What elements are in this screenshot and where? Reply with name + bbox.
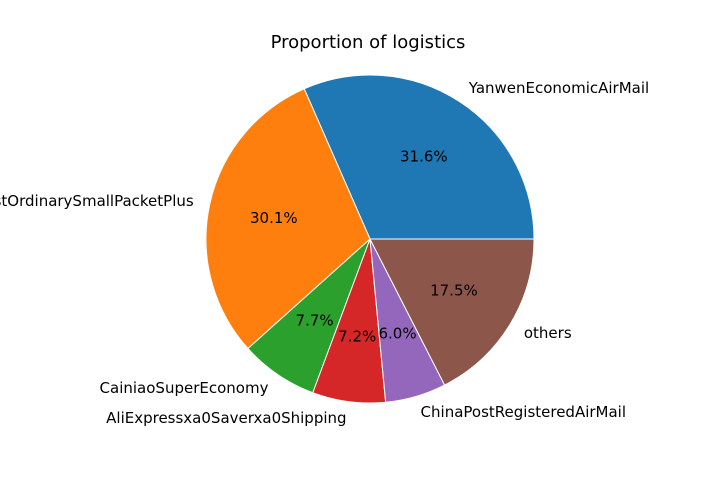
pie-labels: 31.6% YanwenEconomicAirMail 30.1% ChinaPost… [0, 79, 649, 427]
pie-slice-chinapostordinarysmallpacketplus [205, 88, 371, 350]
pie-slice-others [369, 238, 535, 386]
chart-title: Proportion of logistics [271, 32, 466, 53]
slice-label-chinapostregisteredairmail: ChinaPostRegisteredAirMail [421, 403, 626, 421]
pct-label-yanweneconomicairmail: 31.6% [400, 148, 448, 166]
slice-label-aliexpressxa0saverxa0shipping: AliExpressxa0Saverxa0Shipping [106, 409, 346, 427]
slice-label-yanweneconomicairmail: YanwenEconomicAirMail [468, 79, 649, 97]
pie-slice-yanweneconomicairmail [303, 74, 535, 240]
pct-label-cainiaosupereconomy: 7.7% [296, 311, 334, 329]
slice-label-chinapostordinarysmallpacketplus: ChinaPostOrdinarySmallPacketPlus [0, 192, 194, 210]
pct-label-others: 17.5% [430, 281, 478, 299]
slice-label-others: others [524, 324, 572, 342]
pct-label-chinapostordinarysmallpacketplus: 30.1% [250, 209, 298, 227]
pct-label-chinapostregisteredairmail: 6.0% [379, 324, 417, 342]
pct-label-aliexpressxa0saverxa0shipping: 7.2% [338, 328, 376, 346]
pie-slices [205, 74, 535, 404]
slice-label-cainiaosupereconomy: CainiaoSuperEconomy [100, 379, 269, 397]
